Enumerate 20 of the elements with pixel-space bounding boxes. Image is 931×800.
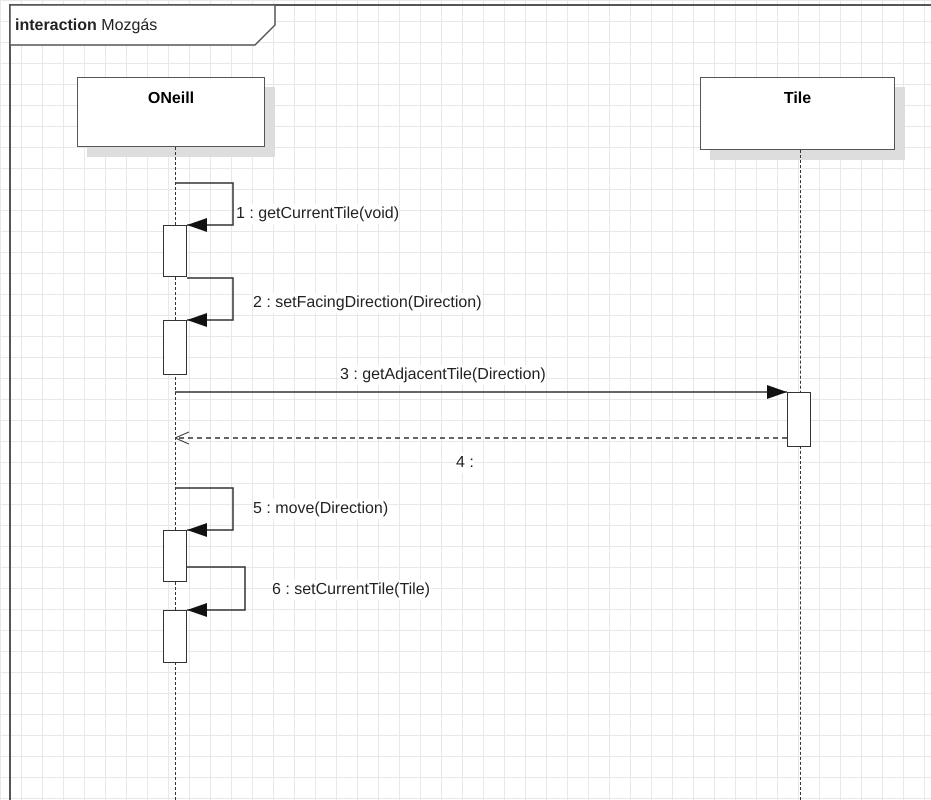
message-arrow [187,277,234,327]
activation-bar [163,225,187,277]
message-arrow [175,487,234,537]
message-arrow [175,182,234,232]
message-label: 5 : move(Direction) [253,499,388,519]
activation-bar [163,610,187,663]
message-arrow [175,385,787,399]
message-label: 6 : setCurrentTile(Tile) [272,580,430,600]
activation-bar [163,530,187,582]
message-label: 1 : getCurrentTile(void) [236,204,400,224]
lifeline-name: ONeill [148,90,194,108]
message-label: 4 : [456,453,474,473]
frame-title: interaction Mozgás [15,16,158,36]
return-arrow [174,432,787,444]
message-label: 3 : getAdjacentTile(Direction) [340,365,546,385]
activation-bar [787,392,811,447]
message-label: 2 : setFacingDirection(Direction) [253,293,482,313]
lifeline-name: Tile [784,90,812,108]
message-arrow [187,566,246,617]
activation-bar [163,320,187,375]
